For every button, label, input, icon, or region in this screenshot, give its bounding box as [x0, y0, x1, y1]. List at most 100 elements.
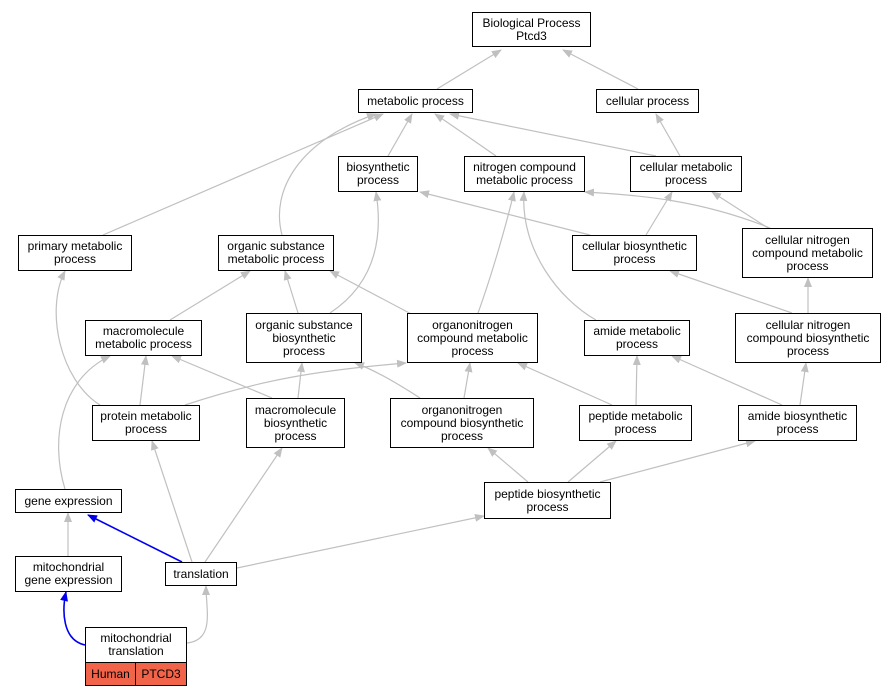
- edge-orgsubbio-to-biosynthetic: [329, 191, 382, 314]
- node-label-line: compound biosynthetic: [400, 415, 524, 430]
- node-label-line: process: [614, 422, 657, 436]
- edge-cellnitro-to-nitrogen: [584, 188, 771, 229]
- edge-organobio-to-orgsubbio: [354, 362, 421, 399]
- node-label-line: process: [664, 173, 708, 187]
- edge-peptidebio-to-organobio: [487, 447, 529, 483]
- edge-layer: [55, 49, 812, 646]
- node-label-line: process: [526, 499, 569, 514]
- edge-mitotrans-to-mitogene: [60, 591, 86, 646]
- node-label-line: amide biosynthetic: [747, 409, 848, 423]
- node-label-line: organonitrogen: [432, 317, 513, 332]
- edge-peptidebio-to-peptidemeta: [567, 440, 617, 483]
- edge-biosynthetic-to-metabolic: [387, 113, 413, 157]
- node-label-line: macromolecule: [254, 402, 337, 417]
- node-label-line: process: [53, 252, 97, 266]
- edge-nitrogen-to-metabolic: [434, 113, 497, 157]
- node-metabolic-process[interactable]: metabolic process: [358, 89, 473, 113]
- node-label-line: mitochondrial: [32, 560, 105, 574]
- node-label-line: translation: [173, 566, 229, 581]
- node-label-line: organic substance: [255, 317, 353, 332]
- edge-amide-to-nitrogen: [519, 191, 597, 321]
- edge-cellnitro-to-cellmeta: [711, 191, 769, 229]
- node-label-line: metabolic process: [227, 252, 325, 266]
- edge-primary-to-metabolic: [102, 113, 384, 236]
- node-translation[interactable]: translation: [165, 562, 237, 586]
- node-label-line: peptide biosynthetic: [494, 486, 601, 501]
- edge-cellnitrobio-to-cellbio: [669, 270, 793, 314]
- node-label-line: peptide metabolic: [588, 409, 683, 423]
- node-cellular-process[interactable]: cellular process: [596, 89, 699, 113]
- node-label-line: gene expression: [24, 493, 113, 508]
- node-label-line: process: [356, 173, 400, 187]
- node-label-line: metabolic process: [95, 337, 192, 351]
- edge-protein-to-primary: [55, 270, 101, 406]
- node-label-line: protein metabolic: [100, 409, 192, 423]
- edge-translation-to-macrobio: [204, 447, 283, 563]
- node-label-line: process: [786, 343, 830, 358]
- edge-translation-to-peptidebio: [236, 513, 485, 569]
- node-label-line: metabolic process: [367, 93, 464, 108]
- edge-cellular-to-biological: [562, 49, 639, 90]
- edge-macrobio-to-macromol: [171, 355, 273, 399]
- node-label-line: Ptcd3: [516, 28, 547, 43]
- node-label-line: compound biosynthetic: [746, 330, 870, 345]
- node-label-line: organic substance: [227, 239, 325, 253]
- species-tag[interactable]: Human: [85, 662, 136, 686]
- edge-protein-to-organo: [184, 359, 407, 406]
- node-label-line: primary metabolic: [27, 239, 123, 253]
- node-label-line: process: [613, 252, 656, 266]
- edge-peptidebio-to-amidebio: [599, 439, 756, 483]
- node-label-line: biosynthetic: [263, 415, 328, 430]
- gene-tag[interactable]: PTCD3: [135, 662, 187, 686]
- node-label-line: process: [274, 428, 317, 443]
- edge-protein-to-macromol: [139, 355, 149, 406]
- edge-cellbio-to-cellmeta: [645, 191, 673, 236]
- node-label-line: cellular metabolic: [639, 160, 733, 174]
- edge-organobio-to-organo: [463, 362, 473, 399]
- node-label-line: metabolic process: [476, 173, 573, 187]
- edge-peptidemeta-to-organo: [517, 362, 613, 406]
- edge-orgsubbio-to-orgsub: [283, 270, 299, 314]
- edge-translation-to-protein: [151, 440, 193, 563]
- edge-macromol-to-orgsub: [169, 270, 251, 321]
- node-label-line: macromolecule: [102, 324, 185, 338]
- node-label-line: nitrogen compound: [473, 160, 576, 174]
- node-label-line: Biological Process: [482, 15, 581, 30]
- node-label-line: biosynthetic: [272, 330, 336, 345]
- edge-metabolic-to-biological: [436, 49, 502, 90]
- node-label-line: cellular process: [605, 93, 690, 108]
- node-label-line: compound metabolic: [417, 330, 528, 345]
- node-label-line: cellular biosynthetic: [582, 239, 687, 253]
- edge-translation-to-gene: [87, 514, 183, 563]
- edge-mitotrans-to-translation: [186, 585, 211, 644]
- node-label-line: process: [451, 343, 494, 358]
- node-label-line: gene expression: [24, 573, 113, 587]
- edge-amidebio-to-cellnitrobio: [799, 362, 809, 406]
- node-label-line: compound metabolic: [752, 245, 863, 260]
- edge-cellmeta-to-metabolic: [449, 111, 657, 157]
- node-label-line: organonitrogen: [421, 402, 503, 417]
- node-gene-expression[interactable]: gene expression: [15, 489, 122, 513]
